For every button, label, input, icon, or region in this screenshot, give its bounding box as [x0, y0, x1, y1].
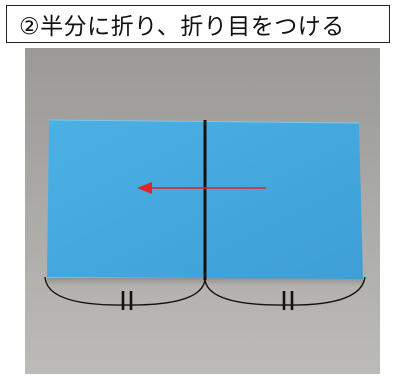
right-half-brace — [204, 276, 366, 306]
origami-photo — [25, 48, 380, 374]
fold-direction-arrow-icon — [137, 182, 152, 194]
left-half-brace — [44, 276, 206, 306]
step-title-box: ②半分に折り、折り目をつける — [6, 5, 390, 43]
step-title: ②半分に折り、折り目をつける — [19, 14, 345, 40]
left-equal-mark-icon — [121, 291, 133, 310]
origami-illustration — [44, 119, 366, 310]
right-equal-mark-icon — [282, 291, 294, 310]
